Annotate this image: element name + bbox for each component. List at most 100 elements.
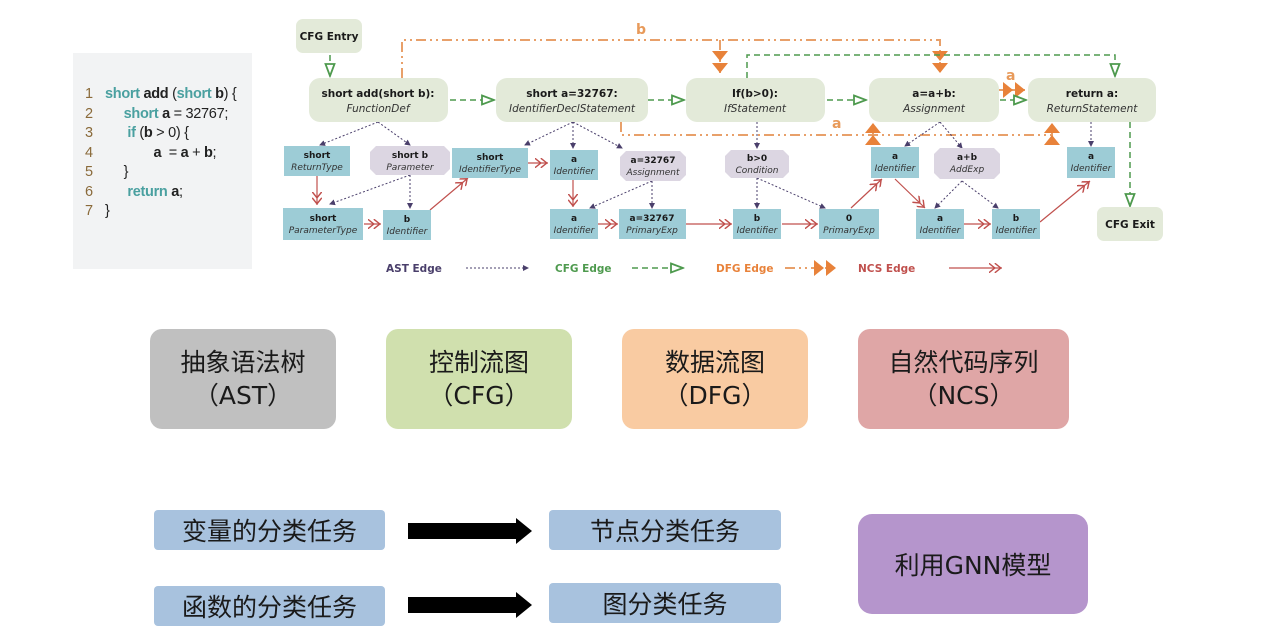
svg-text:a=32767: a=32767 [630, 214, 675, 224]
svg-text:Assignment: Assignment [902, 103, 966, 115]
code-token: ) { [223, 86, 237, 102]
line-number: 4 [85, 144, 93, 161]
cfg-edges [330, 54, 1130, 206]
node-decl-primaryexp: a=32767 PrimaryExp [619, 209, 686, 239]
svg-text:short add(short b):: short add(short b): [321, 88, 434, 100]
code-token: return [105, 183, 172, 200]
svg-text:IdentifierType: IdentifierType [459, 165, 521, 175]
code-token: if [105, 125, 140, 141]
node-add-b-identifier: b Identifier [992, 209, 1040, 239]
node-identifiertype: short IdentifierType [452, 148, 528, 178]
svg-text:a: a [1088, 152, 1094, 162]
category-ast: 抽象语法树 （AST） [150, 329, 336, 429]
code-token: = 32767; [169, 105, 229, 122]
legend-ast-label: AST Edge [386, 263, 442, 275]
dfg-label-b: b [636, 22, 646, 38]
stmt-node-return: return a: ReturnStatement [1028, 78, 1156, 122]
code-token: short [105, 86, 144, 102]
svg-text:Identifier: Identifier [554, 226, 596, 236]
code-line: 4 a = a + b; [85, 144, 217, 161]
ncs-edges [317, 163, 1091, 224]
svg-text:a=32767: a=32767 [631, 156, 676, 166]
dfg-edge-b [401, 39, 948, 78]
dfg-label-a-right: a [1006, 68, 1015, 84]
code-token: ; [212, 144, 217, 161]
code-token: b [143, 125, 153, 141]
code-token: a [180, 144, 189, 161]
node-add-a-identifier: a Identifier [916, 209, 964, 239]
stmt-node-assign: a=a+b: Assignment [869, 78, 999, 122]
node-param-identifier: b Identifier [383, 210, 431, 240]
category-ncs: 自然代码序列 （NCS） [858, 329, 1069, 429]
code-token: } [105, 164, 129, 180]
code-token: ; [178, 183, 183, 200]
svg-text:a: a [937, 214, 943, 224]
svg-text:IfStatement: IfStatement [724, 103, 787, 115]
svg-text:FunctionDef: FunctionDef [346, 103, 411, 115]
category-ast-title: 抽象语法树 [180, 348, 306, 377]
code-token: ( [172, 86, 177, 102]
svg-text:return a:: return a: [1066, 88, 1118, 100]
legend: AST Edge CFG Edge DFG Edge NCS Edge [386, 260, 1002, 276]
svg-text:Identifier: Identifier [387, 227, 429, 237]
node-return-identifier: a Identifier [1067, 147, 1115, 178]
node-returntype: short ReturnType [284, 146, 350, 176]
stmt-node-if: If(b>0): IfStatement [686, 78, 825, 122]
code-token: b [215, 86, 224, 102]
svg-text:0: 0 [846, 214, 852, 224]
category-dfg: 数据流图 （DFG） [622, 329, 808, 429]
category-dfg-abbr: （DFG） [663, 381, 767, 410]
ast-edges [319, 121, 1094, 209]
svg-text:b: b [404, 215, 411, 225]
code-line: 5 } [85, 164, 128, 180]
arrow-right-icon [408, 592, 532, 618]
category-ncs-abbr: （NCS） [912, 381, 1015, 410]
svg-text:b>0: b>0 [747, 154, 767, 164]
node-parameter: short b Parameter [370, 146, 450, 175]
stmt-node-decl: short a=32767: IdentifierDeclStatement [496, 78, 648, 122]
node-paramtype: short ParameterType [283, 208, 363, 240]
cfg-entry-node: CFG Entry [296, 19, 362, 53]
category-ncs-title: 自然代码序列 [888, 348, 1039, 377]
svg-text:a: a [892, 152, 898, 162]
node-decl-identifier-2: a Identifier [550, 209, 598, 239]
category-dfg-title: 数据流图 [664, 348, 765, 377]
code-token: > 0) { [152, 125, 189, 141]
svg-text:ParameterType: ParameterType [289, 226, 358, 236]
task-function-classification: 函数的分类任务 [154, 586, 385, 626]
svg-text:ReturnStatement: ReturnStatement [1047, 103, 1139, 115]
svg-text:PrimaryExp: PrimaryExp [626, 226, 678, 236]
svg-text:b: b [754, 214, 761, 224]
code-line: 6 return a; [85, 184, 183, 200]
code-line: 3 if (b > 0) { [85, 125, 189, 141]
legend-dfg-label: DFG Edge [716, 263, 774, 275]
arrow-right-icon [408, 518, 532, 544]
cfg-exit-node: CFG Exit [1097, 207, 1163, 241]
svg-text:b: b [1013, 214, 1020, 224]
svg-text:a: a [571, 214, 577, 224]
legend-cfg-label: CFG Edge [555, 263, 611, 275]
svg-text:a+b: a+b [957, 153, 978, 163]
svg-text:short: short [310, 214, 337, 224]
svg-text:CFG Entry: CFG Entry [300, 31, 359, 43]
line-number: 7 [85, 203, 93, 219]
svg-text:Identifier: Identifier [554, 167, 596, 177]
svg-text:Parameter: Parameter [386, 163, 435, 173]
task-variable-classification: 变量的分类任务 [154, 510, 385, 550]
svg-text:a=a+b:: a=a+b: [912, 88, 955, 100]
svg-text:Identifier: Identifier [875, 164, 917, 174]
svg-text:CFG Exit: CFG Exit [1105, 219, 1155, 231]
svg-text:short: short [304, 151, 331, 161]
code-token: a [162, 105, 170, 122]
node-decl-identifier: a Identifier [550, 150, 598, 180]
code-token: add [143, 86, 173, 102]
code-graph-diagram: b a a [283, 19, 1163, 276]
task-node-classification: 节点分类任务 [549, 510, 781, 550]
svg-text:PrimaryExp: PrimaryExp [823, 226, 875, 236]
dfg-edge-a [620, 122, 1060, 145]
dfg-label-a-bottom: a [832, 116, 841, 132]
svg-text:a: a [571, 155, 577, 165]
node-condition: b>0 Condition [725, 150, 789, 178]
